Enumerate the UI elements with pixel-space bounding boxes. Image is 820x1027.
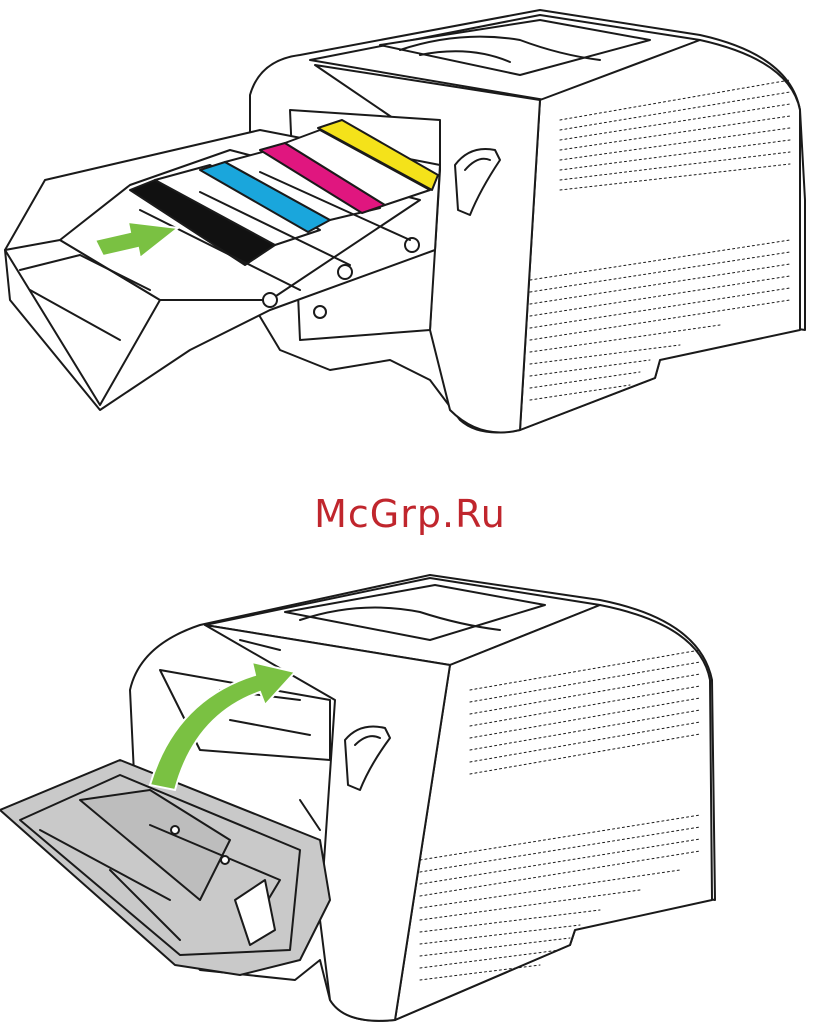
watermark-logo-text: McGrp.Ru	[0, 492, 820, 536]
printer-door-open-illustration	[0, 565, 820, 1027]
printer-toner-drawer-illustration	[0, 0, 820, 440]
